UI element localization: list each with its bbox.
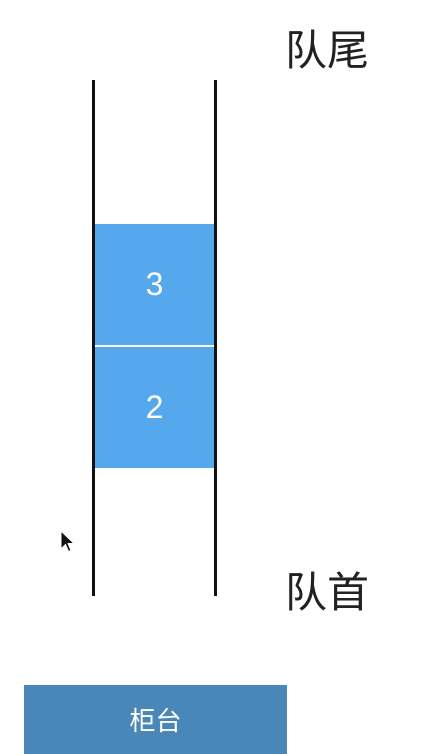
mouse-pointer-icon <box>60 530 76 553</box>
queue-item-label: 3 <box>145 266 164 302</box>
queue-item: 3 <box>95 224 214 345</box>
queue-head-label: 队首 <box>285 568 370 617</box>
queue-left-wall <box>92 80 95 596</box>
counter-box: 柜台 <box>24 685 287 754</box>
queue-item: 2 <box>95 347 214 468</box>
queue-tail-label: 队尾 <box>285 26 370 75</box>
counter-label: 柜台 <box>129 707 182 737</box>
queue-right-wall <box>214 80 217 596</box>
queue-item-label: 2 <box>145 389 164 425</box>
